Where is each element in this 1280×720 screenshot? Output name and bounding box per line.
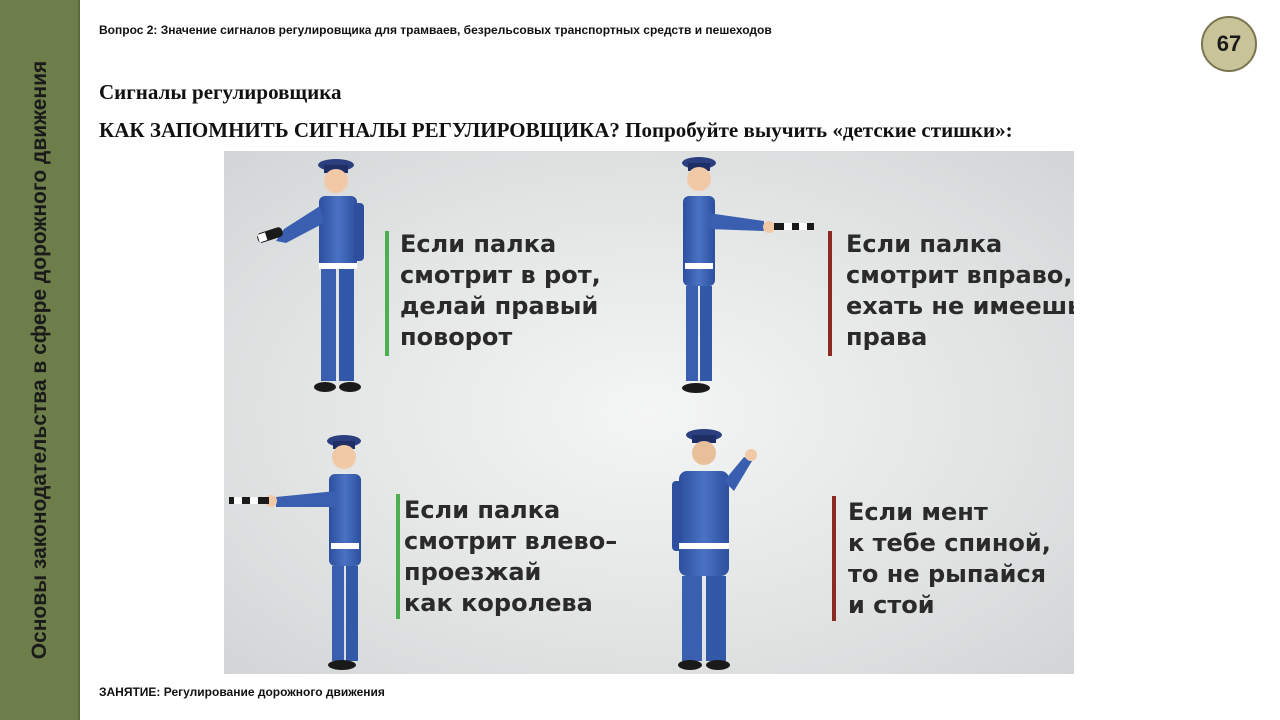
rhyme-divider [832, 496, 836, 621]
sidebar-title: Основы законодательства в сфере дорожног… [28, 60, 51, 660]
rhyme-line: смотрит в рот, [400, 261, 601, 289]
rhyme-line: Если палка [846, 230, 1003, 258]
page-title: Сигналы регулировщика [99, 80, 342, 104]
officer-facing-front [257, 159, 364, 392]
rhyme-stop: Если мент к тебе спиной, то не рыпайся и… [848, 497, 1051, 621]
rhyme-go-left: Если палка смотрит влево– проезжай как к… [404, 495, 617, 619]
rhyme-line: к тебе спиной, [848, 529, 1051, 557]
officer-side-left-arm [229, 435, 361, 670]
rhyme-line: Если палка [400, 230, 557, 258]
officer-figures [229, 157, 814, 670]
lesson-footer: ЗАНЯТИЕ: Регулирование дорожного движени… [99, 685, 385, 699]
slide-number-badge: 67 [1201, 16, 1257, 72]
rhyme-line: ехать не имеешь [846, 292, 1074, 320]
sidebar: Основы законодательства в сфере дорожног… [0, 0, 80, 720]
officer-back-view [672, 429, 757, 670]
rhyme-divider [396, 494, 400, 619]
page-subtitle: КАК ЗАПОМНИТЬ СИГНАЛЫ РЕГУЛИРОВЩИКА? Поп… [99, 118, 1013, 142]
officer-side-right-arm [682, 157, 814, 393]
rhyme-line: делай правый [400, 292, 599, 320]
rhyme-line: Если мент [848, 498, 988, 526]
rhyme-line: смотрит влево– [404, 527, 618, 555]
rhyme-line: смотрит вправо, [846, 261, 1073, 289]
rhyme-line: проезжай [404, 558, 542, 586]
rhyme-turn-right: Если палка смотрит в рот, делай правый п… [400, 229, 601, 353]
rhyme-line: Если палка [404, 496, 561, 524]
rhyme-line: как королева [404, 589, 593, 617]
traffic-controller-illustration: Если палка смотрит в рот, делай правый п… [224, 151, 1074, 674]
rhyme-line: и стой [848, 591, 935, 619]
rhyme-line: то не рыпайся [848, 560, 1047, 588]
rhyme-line: права [846, 323, 928, 351]
rhyme-line: поворот [400, 323, 513, 351]
rhyme-no-right: Если палка смотрит вправо, ехать не имее… [846, 229, 1074, 353]
rhyme-divider [828, 231, 832, 356]
question-header: Вопрос 2: Значение сигналов регулировщик… [99, 23, 772, 37]
rhyme-divider [385, 231, 389, 356]
